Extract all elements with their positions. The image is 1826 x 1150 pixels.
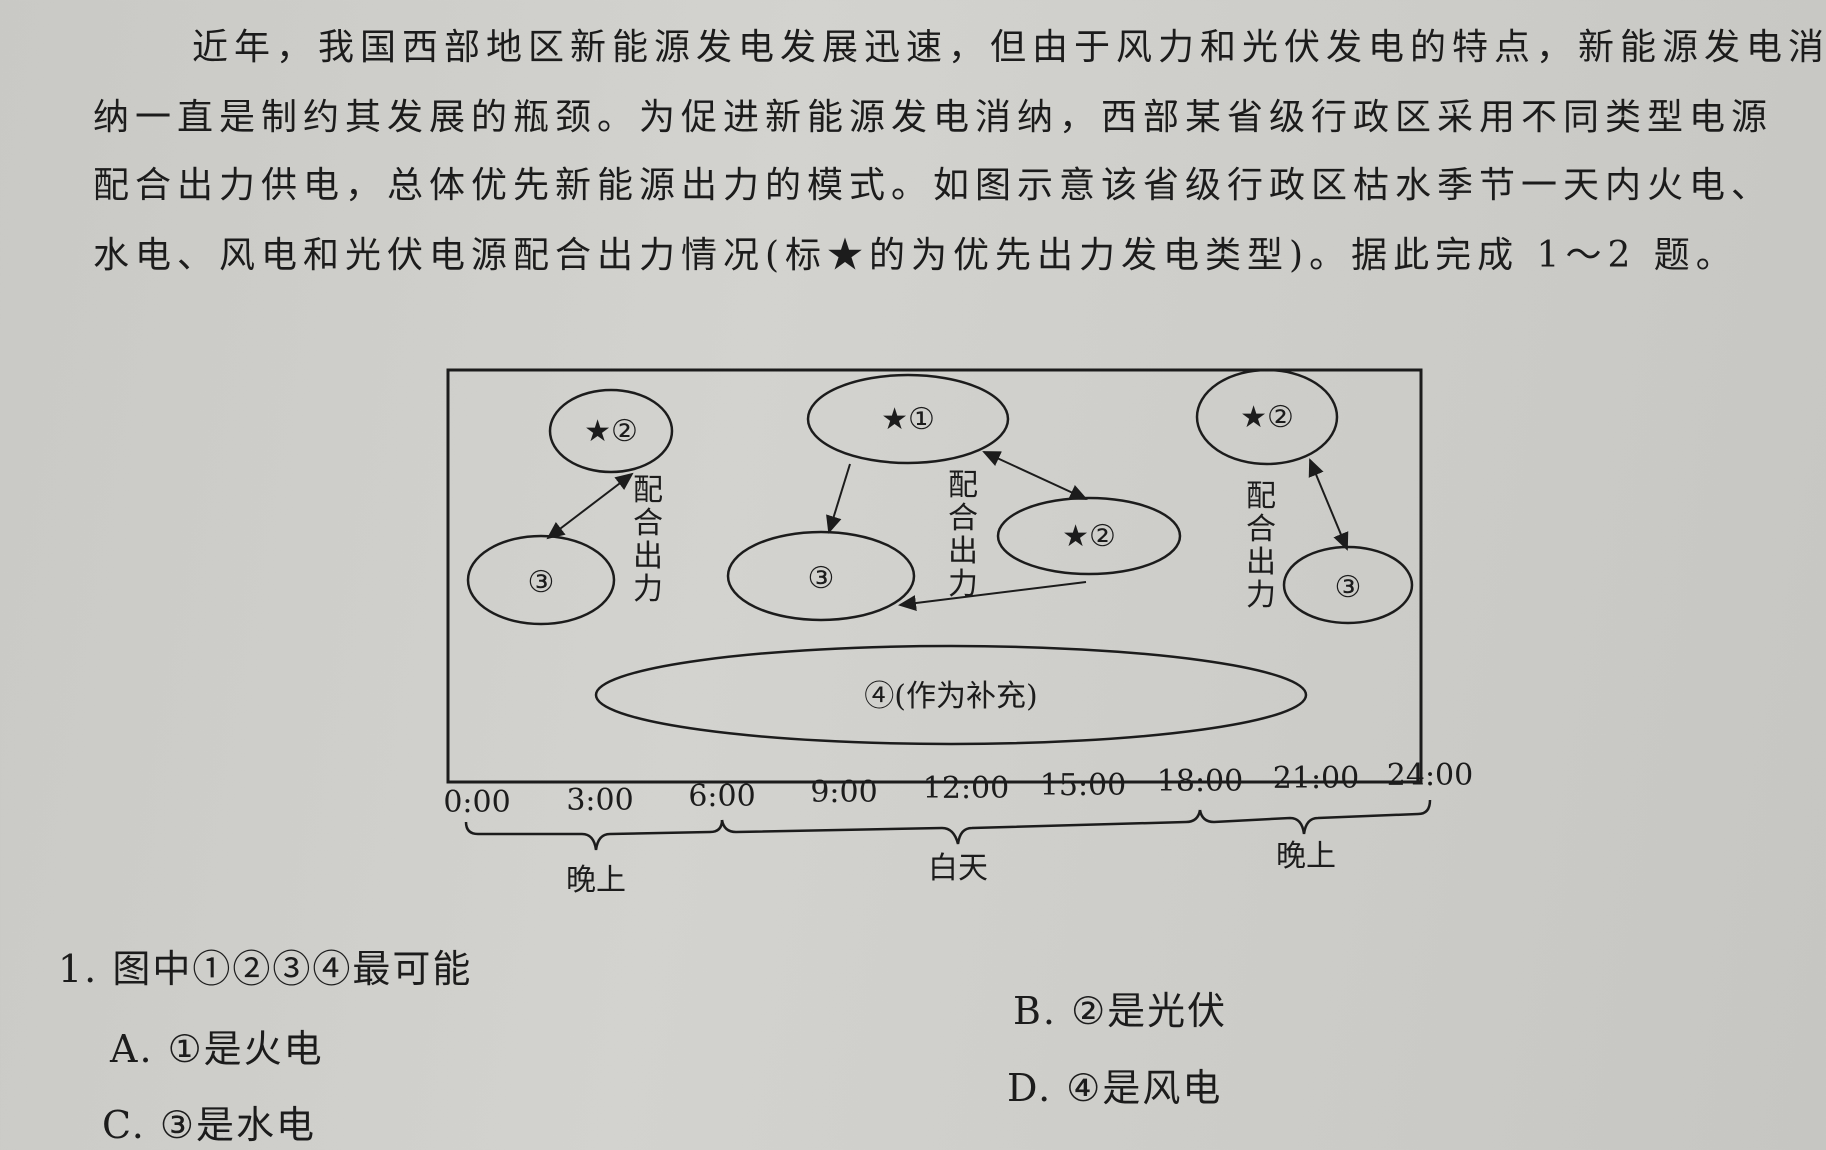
right-top-label: ★② bbox=[1240, 400, 1294, 435]
passage-line-1: 近年，我国西部地区新能源发电发展迅速，但由于风力和光伏发电的特点，新能源发电消 bbox=[192, 27, 1826, 68]
option-b[interactable]: B. ②是光伏 bbox=[1013, 989, 1228, 1033]
middle-right-ellipse bbox=[996, 496, 1182, 576]
left-arrow bbox=[546, 472, 634, 540]
svg-text:配: 配 bbox=[948, 468, 978, 503]
supplement-ellipse bbox=[594, 644, 1308, 746]
day-brace bbox=[720, 809, 1202, 845]
left-cooperation-label: 配 合 出 力 bbox=[633, 473, 663, 607]
svg-text:出: 出 bbox=[948, 534, 978, 569]
time-tick: 15:00 bbox=[1040, 768, 1126, 803]
right-bottom-label: ③ bbox=[1335, 570, 1362, 605]
svg-text:合: 合 bbox=[633, 506, 663, 541]
middle-top-label: ★① bbox=[881, 402, 935, 437]
passage-line-3: 配合出力供电，总体优先新能源出力的模式。如图示意该省级行政区枯水季节一天内火电、 bbox=[93, 165, 1774, 206]
left-top-label: ★② bbox=[584, 414, 638, 449]
question-stem: 1. 图中①②③④最可能 bbox=[58, 947, 473, 991]
svg-text:力: 力 bbox=[633, 572, 663, 607]
option-d[interactable]: D. ④是风电 bbox=[1007, 1066, 1223, 1110]
passage-line-4: 水电、风电和光伏电源配合出力情况(标★的为优先出力发电类型)。据此完成 1～2 … bbox=[93, 235, 1738, 276]
middle-left-label: ③ bbox=[808, 561, 835, 596]
supplement-label: ④(作为补充) bbox=[864, 679, 1037, 714]
svg-text:配: 配 bbox=[1246, 479, 1276, 514]
passage-line-2: 纳一直是制约其发展的瓶颈。为促进新能源发电消纳，西部某省级行政区采用不同类型电源 bbox=[93, 97, 1774, 138]
svg-text:合: 合 bbox=[948, 501, 978, 536]
time-tick: 9:00 bbox=[810, 775, 877, 810]
period-night-right: 晚上 bbox=[1276, 839, 1336, 874]
time-tick: 3:00 bbox=[566, 783, 633, 818]
right-arrow bbox=[1308, 458, 1349, 551]
time-tick: 21:00 bbox=[1273, 761, 1359, 796]
right-cooperation-label: 配 合 出 力 bbox=[1246, 479, 1276, 613]
middle-arrow-1-3 bbox=[826, 463, 851, 534]
time-tick: 24:00 bbox=[1387, 758, 1473, 793]
time-tick: 0:00 bbox=[443, 785, 510, 820]
right-top-ellipse bbox=[1195, 368, 1339, 466]
svg-text:出: 出 bbox=[633, 539, 663, 574]
period-day: 白天 bbox=[928, 851, 988, 886]
time-tick: 18:00 bbox=[1157, 764, 1243, 799]
night-brace-left bbox=[464, 819, 724, 851]
time-tick: 12:00 bbox=[923, 771, 1009, 806]
option-c[interactable]: C. ③是水电 bbox=[102, 1103, 316, 1147]
diagram-frame bbox=[446, 368, 1423, 784]
left-bottom-ellipse bbox=[466, 534, 616, 626]
left-top-ellipse bbox=[548, 388, 674, 474]
middle-left-ellipse bbox=[726, 530, 916, 622]
middle-cooperation-label: 配 合 出 力 bbox=[948, 468, 978, 602]
svg-text:合: 合 bbox=[1246, 512, 1276, 547]
night-brace-right bbox=[1198, 799, 1432, 835]
svg-text:配: 配 bbox=[633, 473, 663, 508]
time-tick: 6:00 bbox=[688, 779, 755, 814]
svg-text:出: 出 bbox=[1246, 545, 1276, 580]
middle-arrow-1-2 bbox=[982, 451, 1088, 500]
middle-top-ellipse bbox=[806, 373, 1010, 465]
middle-arrow-2-3 bbox=[898, 581, 1087, 611]
svg-text:力: 力 bbox=[1246, 578, 1276, 613]
option-a[interactable]: A. ①是火电 bbox=[110, 1027, 324, 1071]
middle-right-label: ★② bbox=[1062, 519, 1116, 554]
svg-text:力: 力 bbox=[948, 567, 978, 602]
period-night-left: 晚上 bbox=[566, 863, 626, 898]
left-bottom-label: ③ bbox=[528, 565, 555, 600]
